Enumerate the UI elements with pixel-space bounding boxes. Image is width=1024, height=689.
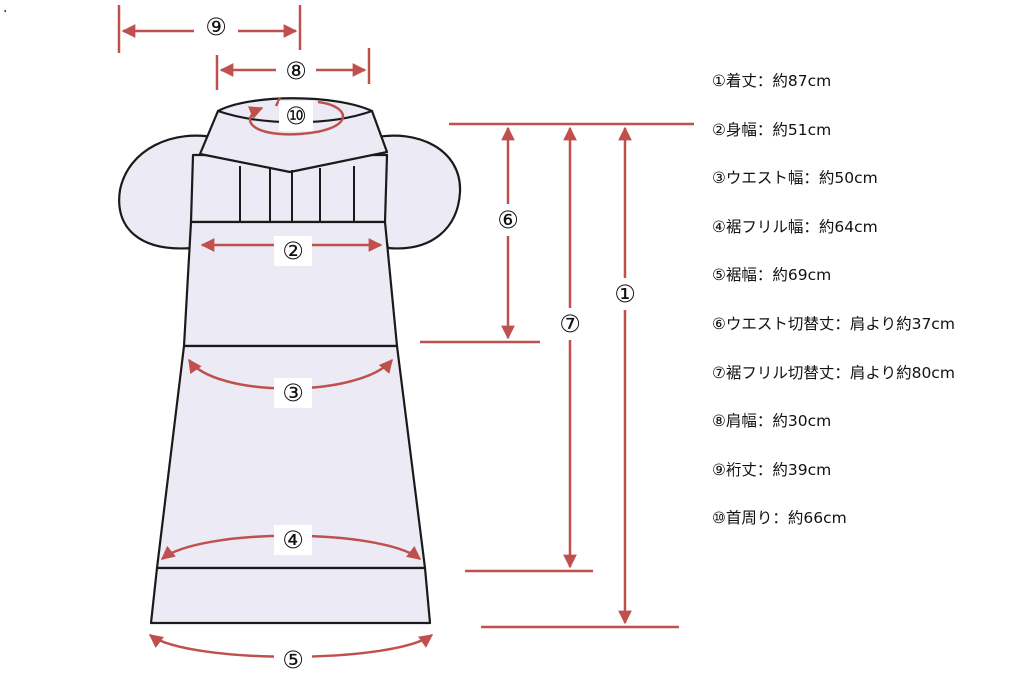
marker-2: ②	[282, 237, 304, 265]
measurement-legend: ①着丈：約87cm ②身幅：約51cm ③ウエスト幅：約50cm ④裾フリル幅：…	[712, 68, 955, 554]
marker-3: ③	[282, 379, 304, 407]
marker-backgrounds	[194, 12, 643, 675]
legend-item: ⑨裄丈：約39cm	[712, 460, 832, 479]
legend-item: ⑥ウエスト切替丈：肩より約37cm	[712, 314, 955, 333]
yoke-pleats	[239, 166, 355, 222]
legend-item: ⑧肩幅：約30cm	[712, 412, 832, 431]
marker-1: ①	[614, 280, 636, 308]
marker-5: ⑤	[282, 646, 304, 674]
legend-item: ③ウエスト幅：約50cm	[712, 169, 878, 188]
legend-item: ①着丈：約87cm	[712, 72, 832, 90]
legend-item: ⑤裾幅：約69cm	[712, 266, 832, 285]
corner-mark: .	[3, 0, 8, 16]
marker-10: ⑩	[285, 102, 307, 130]
legend-item: ⑩首周り：約66cm	[712, 509, 847, 528]
marker-4: ④	[282, 526, 304, 554]
legend-item: ⑦裾フリル切替丈：肩より約80cm	[712, 363, 955, 382]
marker-8: ⑧	[285, 57, 307, 85]
legend-item: ④裾フリル幅：約64cm	[712, 217, 878, 236]
marker-9: ⑨	[205, 13, 227, 41]
marker-6: ⑥	[497, 206, 519, 234]
collar	[198, 109, 389, 174]
hem-frill	[149, 566, 432, 625]
legend-item: ②身幅：約51cm	[712, 120, 832, 139]
neck-circumference-arrow	[247, 100, 345, 136]
marker-7: ⑦	[559, 310, 581, 338]
